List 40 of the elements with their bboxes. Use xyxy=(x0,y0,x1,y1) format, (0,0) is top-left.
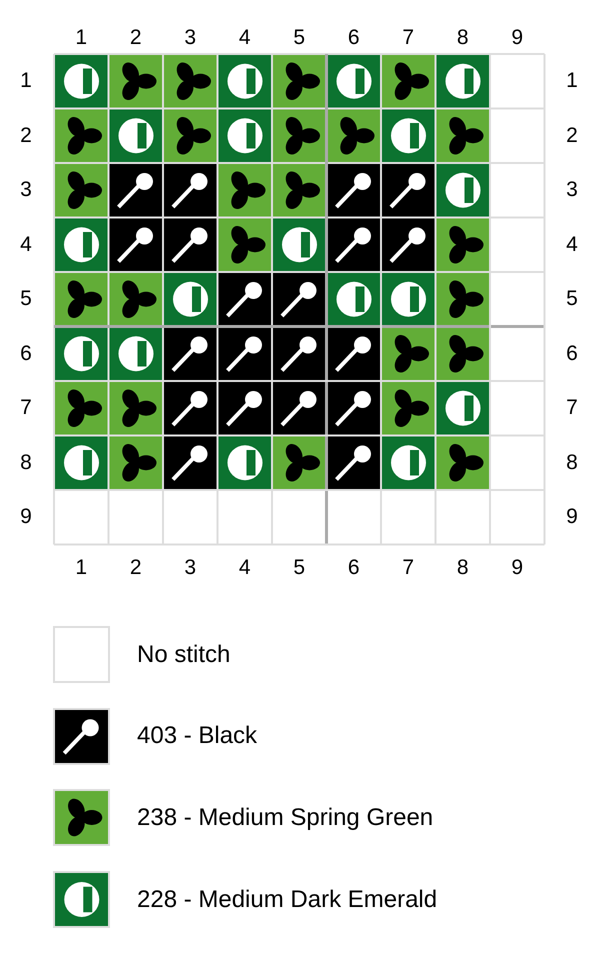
column-number: 9 xyxy=(511,27,524,49)
legend-label: No stitch xyxy=(137,640,230,668)
column-number: 6 xyxy=(348,27,360,49)
row-number: 2 xyxy=(566,124,578,147)
row-number: 4 xyxy=(566,234,578,256)
column-number: 6 xyxy=(348,557,360,579)
row-number: 7 xyxy=(20,397,32,420)
row-number: 6 xyxy=(566,342,578,365)
column-number: 3 xyxy=(184,557,196,579)
legend-label: 403 - Black xyxy=(137,722,258,750)
row-number: 4 xyxy=(20,234,32,256)
column-number: 8 xyxy=(456,27,469,49)
row-number: 8 xyxy=(20,452,32,474)
row-number: 3 xyxy=(566,179,578,202)
legend-label: 238 - Medium Spring Green xyxy=(137,804,434,832)
row-number: 2 xyxy=(20,124,32,147)
row-number: 8 xyxy=(566,452,578,474)
column-number: 2 xyxy=(130,557,142,579)
row-number: 6 xyxy=(20,342,32,365)
column-number: 9 xyxy=(511,557,524,579)
row-number: 1 xyxy=(566,70,578,92)
column-number: 8 xyxy=(456,557,469,579)
column-number: 5 xyxy=(293,27,306,49)
column-number: 3 xyxy=(184,27,196,49)
column-number: 1 xyxy=(75,27,88,49)
row-number: 7 xyxy=(566,397,578,420)
row-number: 5 xyxy=(20,288,32,310)
column-number: 7 xyxy=(402,27,414,49)
column-number: 7 xyxy=(402,557,414,579)
row-number: 5 xyxy=(566,288,578,310)
row-number: 9 xyxy=(20,506,32,528)
row-number: 9 xyxy=(566,506,578,528)
column-number: 2 xyxy=(130,27,142,49)
row-number: 3 xyxy=(20,179,32,202)
column-number: 1 xyxy=(75,557,88,579)
row-number: 1 xyxy=(20,70,32,92)
legend-label: 228 - Medium Dark Emerald xyxy=(137,886,438,914)
column-number: 5 xyxy=(293,557,306,579)
column-number: 4 xyxy=(238,27,251,49)
column-number: 4 xyxy=(238,557,251,579)
